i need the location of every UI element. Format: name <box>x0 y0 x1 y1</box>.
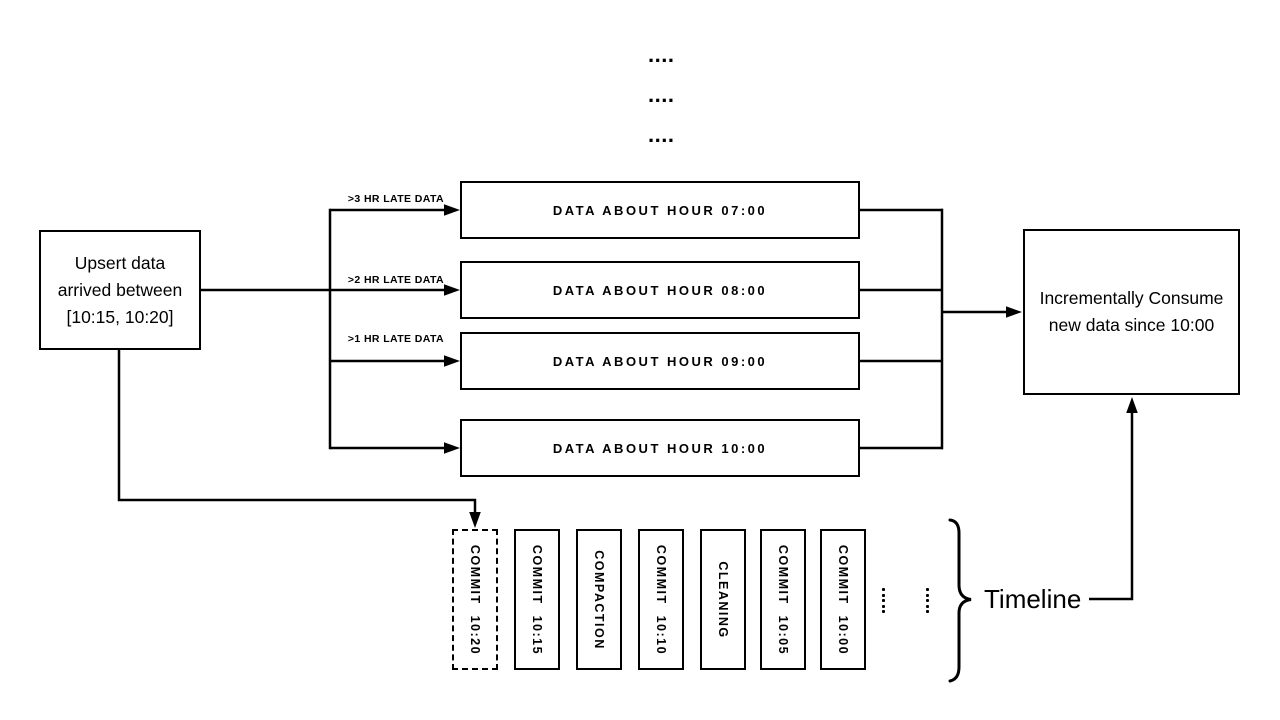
arrowhead-hour-09 <box>444 355 460 367</box>
upsert-data-line: Upsert data <box>74 252 166 273</box>
hour-box-0800: DATA ABOUT HOUR 08:00 <box>460 261 860 319</box>
timeline-event-cleaning: CLEANING <box>700 529 746 670</box>
timeline-brace <box>948 518 972 683</box>
upsert-to-timeline-line <box>117 350 477 513</box>
timeline-event-commit-1005: COMMIT 10:05 <box>760 529 806 670</box>
arrowhead-hour-08 <box>444 284 460 296</box>
arrowhead-hour-07 <box>444 204 460 216</box>
continuation-dots-row: .... <box>648 82 675 107</box>
timeline-event-commit-1010: COMMIT 10:10 <box>638 529 684 670</box>
timeline-event-label: COMMIT 10:15 <box>530 544 544 655</box>
upsert-data-line: [10:15, 10:20] <box>66 306 174 327</box>
arrowhead-consume <box>1006 306 1022 318</box>
continuation-dots-row: .... <box>648 42 675 67</box>
incremental-consume-box: Incrementally Consume new data since 10:… <box>1023 229 1240 395</box>
arrowhead-commit-1020 <box>469 512 481 528</box>
continuation-dots-row: .... <box>648 122 675 147</box>
late-data-label-3hr: >3 HR LATE DATA <box>347 193 444 205</box>
vertical-ellipsis-icon <box>926 588 929 614</box>
upsert-data-line: arrived between <box>57 279 183 300</box>
incremental-consume-line: Incrementally Consume <box>1039 288 1224 308</box>
incremental-consume-line: new data since 10:00 <box>1048 315 1215 335</box>
late-data-label-2hr: >2 HR LATE DATA <box>347 274 444 286</box>
late-data-label-1hr: >1 HR LATE DATA <box>347 333 444 345</box>
timeline-event-label: COMMIT 10:20 <box>468 544 482 655</box>
upsert-data-box: Upsert data arrived between [10:15, 10:2… <box>39 230 201 350</box>
arrowhead-timeline-consume <box>1126 397 1138 413</box>
timeline-event-label: COMMIT 10:05 <box>776 544 790 655</box>
hour-box-0700: DATA ABOUT HOUR 07:00 <box>460 181 860 239</box>
timeline-event-commit-1015: COMMIT 10:15 <box>514 529 560 670</box>
arrowhead-hour-10 <box>444 442 460 454</box>
timeline-event-label: CLEANING <box>716 560 730 639</box>
timeline-event-compaction: COMPACTION <box>576 529 622 670</box>
timeline-event-label: COMMIT 10:00 <box>836 544 850 655</box>
timeline-event-commit-1000: COMMIT 10:00 <box>820 529 866 670</box>
vertical-ellipsis-icon <box>882 588 885 614</box>
timeline-to-consume-line <box>1089 411 1134 601</box>
timeline-event-commit-1020: COMMIT 10:20 <box>452 529 498 670</box>
hour-box-0900: DATA ABOUT HOUR 09:00 <box>460 332 860 390</box>
timeline-event-label: COMMIT 10:10 <box>654 544 668 655</box>
timeline-label: Timeline <box>984 584 1082 614</box>
hour-box-1000: DATA ABOUT HOUR 10:00 <box>460 419 860 477</box>
timeline-event-label: COMPACTION <box>592 549 606 650</box>
